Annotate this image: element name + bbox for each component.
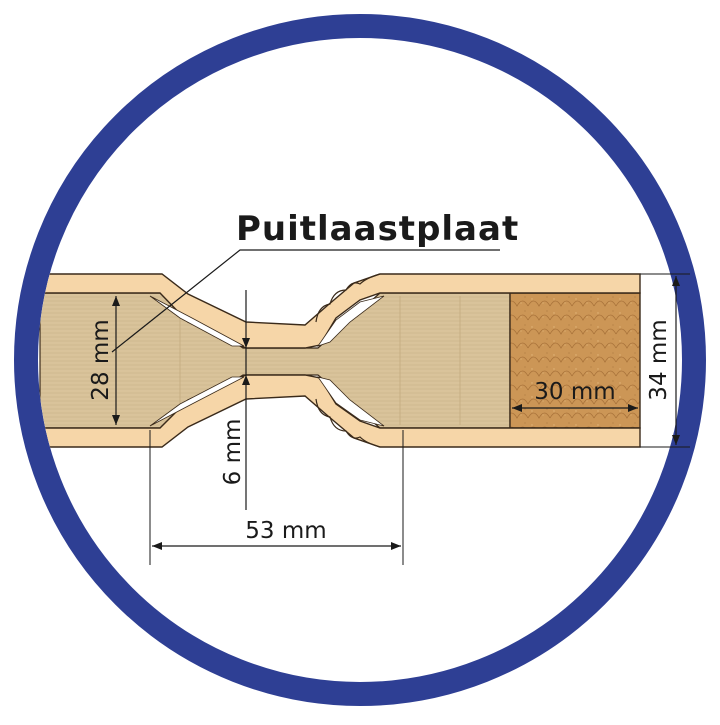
dim-groove-width <box>149 430 404 565</box>
bottom-gap-left <box>149 376 245 427</box>
label-groove-depth: 6 mm <box>220 419 246 486</box>
label-inner-height: 28 mm <box>88 319 114 400</box>
panel-section <box>39 273 641 448</box>
top-gap-left <box>149 295 245 347</box>
diagram-title: Puitlaastplaat <box>236 209 519 249</box>
dim-total-height <box>640 273 690 448</box>
dim-core-width <box>512 404 638 412</box>
top-gap-right <box>316 295 385 347</box>
bottom-veneer <box>39 374 641 448</box>
title-leader-line <box>111 249 500 353</box>
label-core-width: 30 mm <box>534 379 615 405</box>
dim-inner-height <box>112 296 120 425</box>
label-groove-width: 53 mm <box>245 518 326 544</box>
bottom-gap-right <box>317 376 385 427</box>
dim-groove-depth <box>242 290 250 510</box>
label-total-height: 34 mm <box>646 319 672 400</box>
